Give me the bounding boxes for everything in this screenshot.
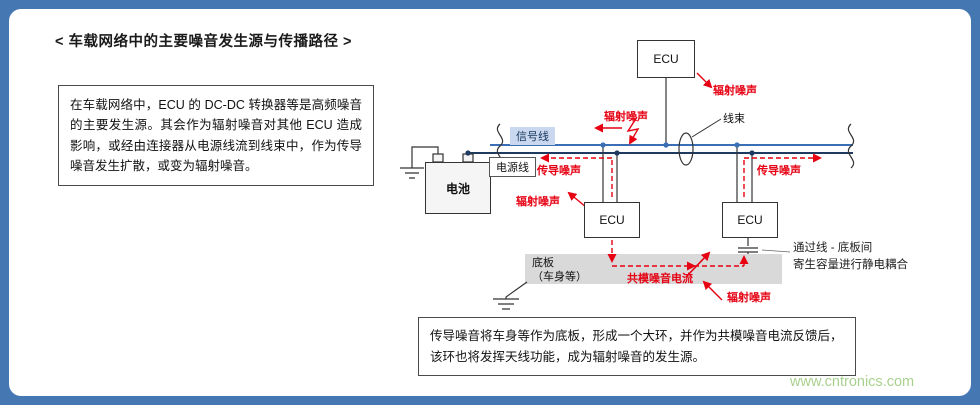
harness-leader-line bbox=[691, 118, 722, 138]
common-mode-current-label: 共模噪音电流 bbox=[627, 273, 693, 285]
footnote-box: 传导噪音将车身等作为底板，形成一个大环，并作为共模噪音电流反馈后，该环也将发挥天… bbox=[418, 317, 856, 377]
baseplate-label-line1: 底板 bbox=[532, 257, 554, 269]
baseplate-label-line2: （车身等） bbox=[532, 271, 587, 284]
coupling-leader-line bbox=[761, 249, 791, 253]
conducted-noise-label-right: 传导噪声 bbox=[757, 165, 801, 177]
watermark: www.cntronics.com bbox=[790, 374, 915, 390]
line-break-squiggle-right bbox=[847, 123, 855, 169]
junction-dots bbox=[465, 142, 755, 156]
ecu-top-label: ECU bbox=[653, 52, 679, 66]
coupling-note-line1: 通过线 - 底板间 bbox=[793, 242, 873, 254]
radiated-noise-label-top: 辐射噪声 bbox=[713, 85, 757, 97]
radiated-arrow-top-ecu bbox=[696, 72, 713, 89]
radiated-arrow-loop bbox=[685, 251, 711, 278]
radiated-noise-label-mid: 辐射噪声 bbox=[516, 196, 560, 208]
baseplate-label: 底板 （车身等） bbox=[532, 256, 587, 285]
ecu-box-middle: ECU bbox=[584, 202, 640, 238]
ground-symbol-left bbox=[400, 167, 424, 179]
baseplate-bar bbox=[525, 254, 782, 284]
noise-arrows bbox=[540, 72, 822, 301]
radiated-arrow-mid-ecu bbox=[567, 191, 587, 208]
baseplate-ground-wire bbox=[505, 281, 528, 299]
footnote-text: 传导噪音将车身等作为底板，形成一个大环，并作为共模噪音电流反馈后，该环也将发挥天… bbox=[430, 329, 843, 364]
radiated-arrow-loop-label bbox=[702, 280, 723, 301]
battery-box: 电池 bbox=[425, 162, 491, 214]
ecu-box-top: ECU bbox=[637, 40, 695, 78]
conducted-noise-paths bbox=[540, 153, 822, 271]
harness-ellipse bbox=[678, 132, 694, 166]
diagram-panel: < 车载网络中的主要噪音发生源与传播路径 > 在车载网络中，ECU 的 DC-D… bbox=[9, 9, 971, 396]
ecu-box-right: ECU bbox=[722, 202, 778, 238]
conducted-noise-label-left: 传导噪声 bbox=[537, 165, 581, 177]
battery-label: 电池 bbox=[445, 181, 470, 196]
harness-label: 线束 bbox=[723, 113, 745, 125]
battery-ground-wire bbox=[411, 146, 439, 168]
noise-zigzag-icon bbox=[626, 116, 640, 145]
ecu-right-label: ECU bbox=[737, 213, 763, 227]
ground-symbol-bottom bbox=[493, 298, 519, 310]
coupling-note: 通过线 - 底板间 寄生容量进行静电耦合 bbox=[793, 240, 908, 275]
ecu-middle-label: ECU bbox=[599, 213, 625, 227]
battery-terminal-neg bbox=[432, 153, 444, 163]
power-line-tag: 电源线 bbox=[489, 157, 536, 177]
signal-line-tag: 信号线 bbox=[510, 127, 555, 145]
description-text: 在车载网络中，ECU 的 DC-DC 转换器等是高频噪音的主要发生源。其会作为辐… bbox=[70, 98, 362, 173]
description-box: 在车载网络中，ECU 的 DC-DC 转换器等是高频噪音的主要发生源。其会作为辐… bbox=[58, 85, 374, 186]
capacitor-symbol bbox=[738, 238, 758, 254]
coupling-note-line2: 寄生容量进行静电耦合 bbox=[793, 259, 908, 272]
page-title: < 车载网络中的主要噪音发生源与传播路径 > bbox=[55, 34, 352, 50]
radiated-noise-label-harness: 辐射噪声 bbox=[604, 111, 648, 123]
radiated-noise-label-loop: 辐射噪声 bbox=[727, 292, 771, 304]
